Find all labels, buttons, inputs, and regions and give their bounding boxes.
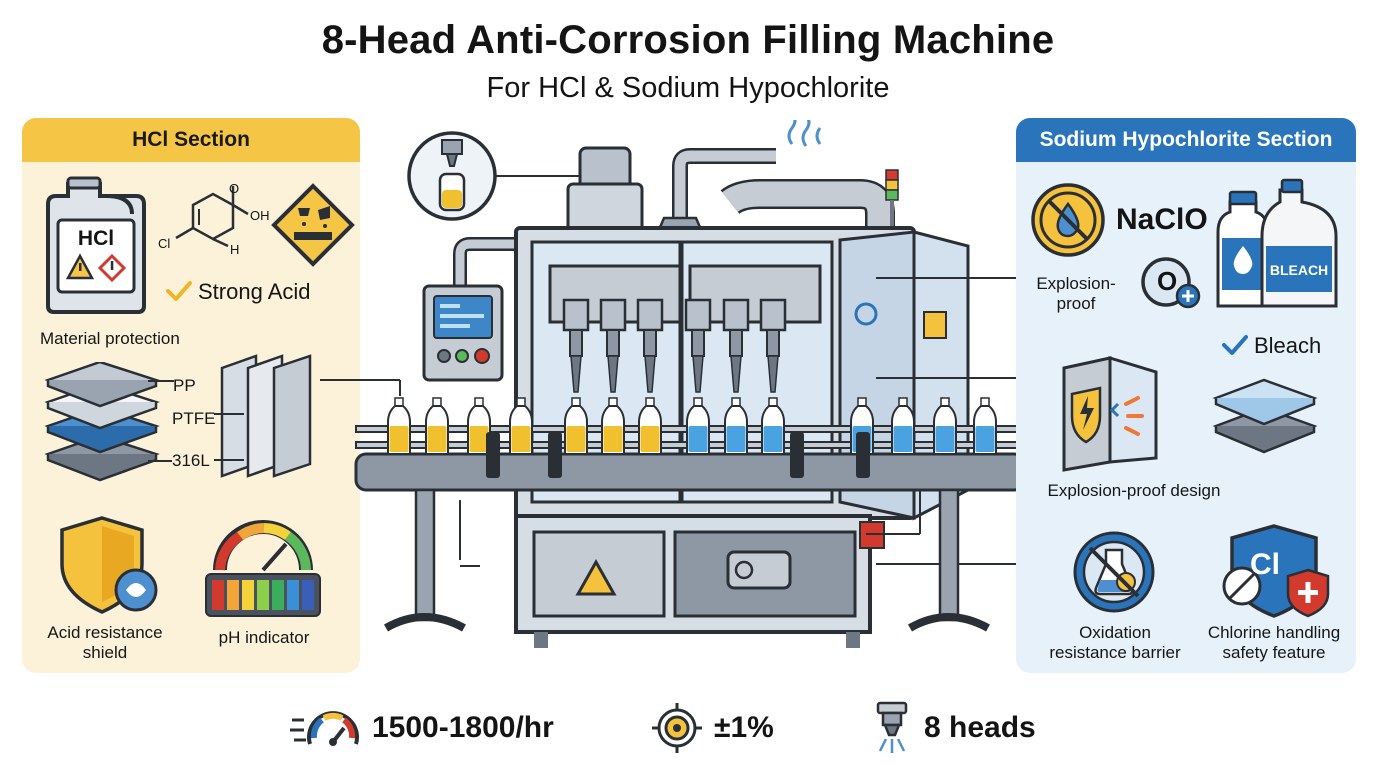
hcl-jug-icon [40,176,148,316]
strong-acid-label: Strong Acid [198,279,311,304]
spec-speed-value: 1500-1800/hr [372,711,554,744]
bottle [724,397,748,455]
acid-shield-label: Acid resistance shield [47,623,163,663]
layer-ptfe-label: PTFE [172,409,216,428]
guide-clamp [548,432,562,478]
316l-leader [148,460,172,462]
guide-clamp [790,432,804,478]
bottle [564,397,588,455]
target-icon [652,703,702,753]
bottle [638,397,662,455]
bottle [761,397,785,455]
molecule-icon [158,180,268,260]
check-icon [166,280,192,302]
speedometer-icon [290,704,360,752]
atom-oh: OH [250,208,270,223]
page-subtitle: For HCl & Sodium Hypochlorite [486,72,890,104]
explosion-proof-door-icon [1056,354,1180,472]
spec-speed: 1500-1800/hr [290,700,554,756]
hcl-section-heading: HCl Section [22,118,360,162]
acid-shield-icon [56,516,166,616]
fill-nozzle [759,298,787,393]
bleach-label: Bleach [1254,333,1322,358]
corrosive-warning-icon [270,182,356,268]
bottle [933,397,957,455]
bottle [601,397,625,455]
guide-clamp [856,432,870,478]
spec-heads: 8 heads [872,700,1036,756]
layer-pp-label: PP [173,376,196,395]
bottle [425,397,449,455]
explosion-proof-label: Explosion-proof [1036,274,1116,314]
naclo-formula: NaClO [1116,203,1208,236]
spec-accuracy-value: ±1% [714,711,774,744]
atom-o: O [229,181,240,196]
fill-nozzle [562,298,590,393]
bleach-bottle-label: BLEACH [1269,262,1329,278]
material-layers-icon [38,362,166,482]
bottle [509,397,533,455]
explosion-proof-icon [1030,182,1106,258]
oxidation-barrier-icon [1072,530,1156,614]
layer-316l-label: 316L [172,451,210,470]
naclo-section-heading: Sodium Hypochlorite Section [1016,118,1356,162]
oxygen-icon [1140,256,1204,312]
glass-layer-icon [1208,374,1322,458]
bleach-bottles-icon [1212,176,1342,312]
oxygen-symbol: O [1157,266,1178,296]
explosion-design-label: Explosion-proof design [1047,481,1221,500]
hcl-jug-label: HCl [77,227,115,250]
chlorine-shield-icon [1218,524,1334,620]
bottle [891,397,915,455]
bottle [387,397,411,455]
bottle [467,397,491,455]
ph-indicator-label: pH indicator [218,628,310,647]
atom-cl: Cl [158,236,171,251]
pp-leader [148,380,174,382]
material-protection-label: Material protection [40,329,180,348]
fill-nozzle [636,298,664,393]
spec-accuracy: ±1% [652,700,774,756]
chlorine-safety-label: Chlorine handling safety feature [1207,623,1341,663]
chlorine-symbol: Cl [1250,548,1280,581]
spec-heads-value: 8 heads [924,711,1036,744]
bottle [973,397,997,455]
check-icon-bleach [1222,334,1248,356]
steel-sheets-icon [214,352,324,480]
bottle [686,397,710,455]
page-title: 8-Head Anti-Corrosion Filling Machine [321,18,1055,62]
fill-nozzle [684,298,712,393]
ph-indicator-icon [202,520,324,620]
guide-clamp [486,432,500,478]
oxidation-barrier-label: Oxidation resistance barrier [1049,623,1181,663]
atom-h: H [230,242,240,257]
fill-nozzle [722,298,750,393]
fill-nozzle [599,298,627,393]
nozzle-icon [872,701,912,755]
